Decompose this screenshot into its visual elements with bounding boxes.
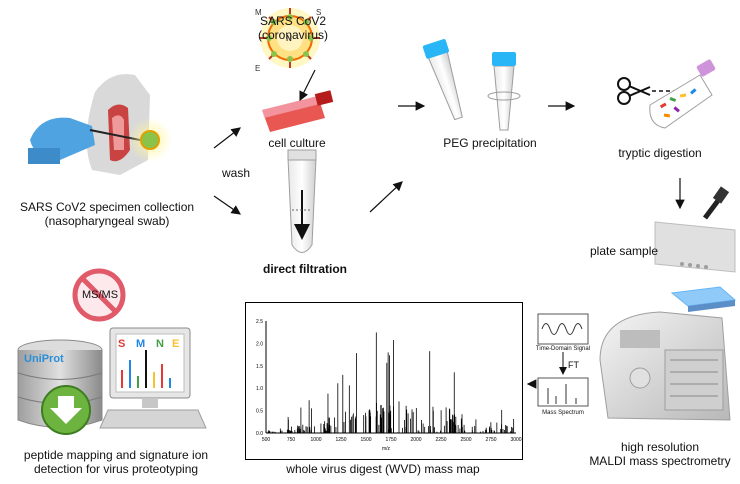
spectrum-y-tick-label: 1.0 xyxy=(256,386,263,392)
plate-sample-illustration xyxy=(654,186,736,273)
peg-tubes-illustration xyxy=(422,39,521,131)
spectrum-y-tick-label: 1.5 xyxy=(256,364,263,370)
tryptic-digestion-label: tryptic digestion xyxy=(618,146,702,160)
gene-letter-m: M xyxy=(136,338,146,350)
no-msms-sign xyxy=(72,268,126,322)
nasopharyngeal-swab-illustration xyxy=(28,74,172,175)
time-domain-label: Time-Domain Signal xyxy=(535,346,591,352)
cell-culture-flask-illustration xyxy=(262,69,334,132)
protein-label-n: N xyxy=(286,34,292,43)
spectrum-x-tick-label: 500 xyxy=(262,437,271,443)
spectrum-x-tick-label: 1250 xyxy=(335,437,346,443)
uniprot-database-illustration xyxy=(17,339,103,435)
cell-culture-label: cell culture xyxy=(268,136,326,150)
mapping-label-line2: detection for virus proteotyping xyxy=(33,462,199,476)
msms-label: MS/MS xyxy=(82,289,119,301)
tryptic-digestion-illustration xyxy=(617,59,716,129)
gene-letter-s: S xyxy=(118,338,126,350)
plate-sample-label: plate sample xyxy=(590,244,659,258)
spectrum-x-tick-label: 2250 xyxy=(435,437,446,443)
computer-monitor-illustration xyxy=(99,327,207,429)
spectrum-y-tick-label: 0.5 xyxy=(256,409,263,415)
spectrum-x-tick-label: 2000 xyxy=(410,437,421,443)
spectrum-x-tick-label: 1500 xyxy=(360,437,371,443)
specimen-label-line2: (nasopharyngeal swab) xyxy=(44,214,170,228)
virus-name-label: SARS CoV2 xyxy=(259,14,327,28)
wvd-mass-map-label: whole virus digest (WVD) mass map xyxy=(286,462,480,476)
mapping-label-line1: peptide mapping and signature ion xyxy=(23,448,209,462)
filtration-tube-illustration xyxy=(287,149,317,253)
process-arrows xyxy=(213,101,685,389)
protein-label-m: M xyxy=(255,8,262,17)
ft-label: FT xyxy=(568,360,579,370)
maldi-label-line2: MALDI mass spectrometry xyxy=(589,454,731,468)
spectrum-x-tick-label: 1750 xyxy=(385,437,396,443)
protein-label-s: S xyxy=(316,8,322,17)
wvd-spectrum-plot: 500 750 1000 1250 1500 1750 2000 2250 2500 2750 30… xyxy=(256,319,522,452)
wash-label: wash xyxy=(222,166,251,180)
maldi-target-plate-illustration xyxy=(670,286,737,312)
maldi-instrument-illustration xyxy=(599,311,731,421)
coronavirus-illustration xyxy=(260,8,320,68)
direct-filtration-label: direct filtration xyxy=(262,262,347,276)
mass-spectrum-mini-plot xyxy=(537,377,589,407)
spectrum-y-tick-label: 2.5 xyxy=(256,319,263,325)
gene-letter-e: E xyxy=(172,338,180,350)
protein-label-e: E xyxy=(255,64,261,73)
gene-letter-n: N xyxy=(156,338,164,350)
spectrum-y-tick-label: 0.0 xyxy=(256,431,263,437)
spectrum-x-tick-label: 1000 xyxy=(310,437,321,443)
wvd-mass-map-panel: 500 750 1000 1250 1500 1750 2000 2250 2500 2750 30… xyxy=(245,302,523,460)
maldi-label-line1: high resolution xyxy=(620,440,700,454)
spectrum-x-tick-label: 2750 xyxy=(485,437,496,443)
spectrum-y-tick-label: 2.0 xyxy=(256,341,263,347)
virus-sub-label: (coronavirus) xyxy=(257,28,329,42)
spectrum-x-tick-label: 3000 xyxy=(510,437,521,443)
spectrum-x-tick-label: 2500 xyxy=(460,437,471,443)
peg-precipitation-label: PEG precipitation xyxy=(443,136,537,150)
time-domain-plot xyxy=(537,313,589,345)
spectrum-x-axis-label: m/z xyxy=(382,446,391,452)
mass-spectrum-label: Mass Spectrum xyxy=(542,410,584,416)
specimen-label-line1: SARS CoV2 specimen collection xyxy=(19,200,195,214)
uniprot-label: UniProt xyxy=(24,353,64,365)
spectrum-x-tick-label: 750 xyxy=(287,437,296,443)
